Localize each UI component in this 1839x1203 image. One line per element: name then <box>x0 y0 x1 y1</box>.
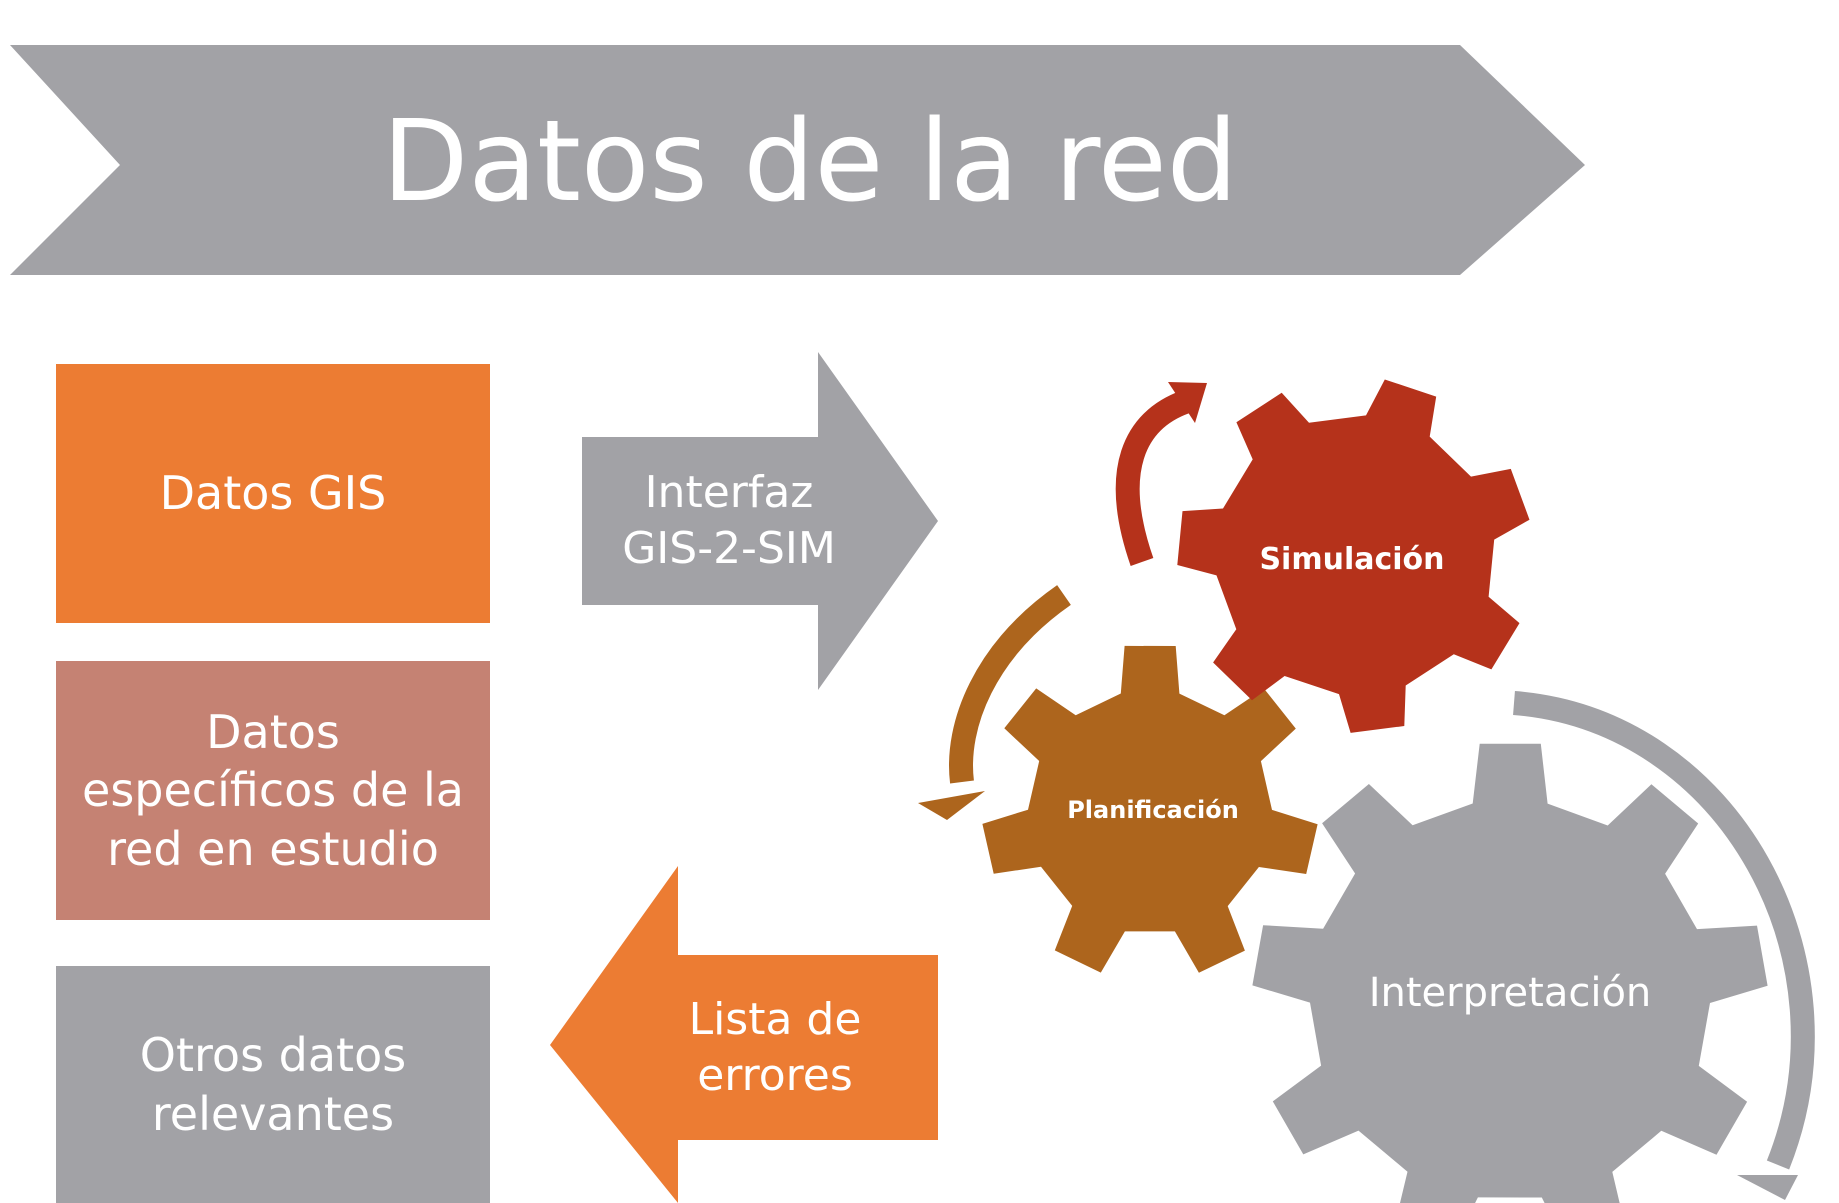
errors-arrow <box>550 866 938 1203</box>
other-data-label: Otros datos relevantes <box>139 1028 407 1141</box>
interpretation-gear <box>1252 743 1768 1203</box>
other-data-box: Otros datos relevantes <box>56 966 490 1203</box>
banner-title: Datos de la red <box>382 97 1238 227</box>
interface-arrow-text: Interfaz GIS-2-SIM <box>582 437 876 605</box>
specific-data-label: Datos específicos de la red en estudio <box>82 704 464 876</box>
gis-data-box: Datos GIS <box>56 364 490 623</box>
planning-gear <box>982 645 1318 973</box>
simulation-gear-label: Simulación <box>1259 542 1444 577</box>
gis-data-label: Datos GIS <box>159 466 387 521</box>
interface-arrow-label: Interfaz GIS-2-SIM <box>622 467 836 574</box>
title-banner <box>10 45 1585 275</box>
errors-arrow-text: Lista de errores <box>648 955 902 1140</box>
specific-data-box: Datos específicos de la red en estudio <box>56 661 490 920</box>
planning-gear-label: Planificación <box>1067 796 1239 824</box>
cycle-arrows <box>918 382 1815 1200</box>
errors-arrow-label: Lista de errores <box>688 993 862 1101</box>
interpretation-gear-label: Interpretación <box>1369 970 1652 1016</box>
simulation-gear <box>1177 379 1530 733</box>
interface-arrow <box>582 352 938 690</box>
